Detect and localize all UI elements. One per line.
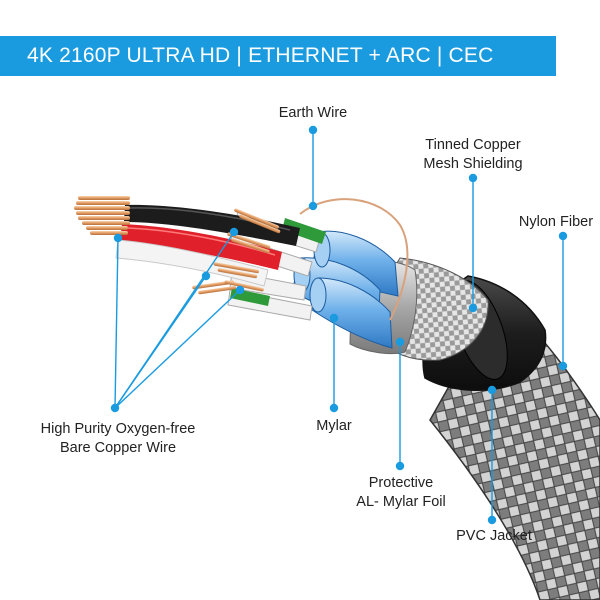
label-tinned-copper-line2: Mesh Shielding (423, 156, 523, 172)
label-mylar: Mylar (304, 417, 364, 436)
label-earth-wire-text: Earth Wire (278, 105, 348, 121)
label-foil-line2: AL- Mylar Foil (356, 494, 446, 510)
label-copper-wire-line1: High Purity Oxygen-free (40, 421, 196, 437)
earth-wire (299, 198, 409, 321)
label-mylar-text: Mylar (316, 418, 352, 434)
label-nylon-fiber-text: Nylon Fiber (518, 214, 594, 230)
label-copper-wire: High Purity Oxygen-free Bare Copper Wire (28, 420, 208, 458)
label-foil-line1: Protective (368, 475, 434, 491)
copper-strands (74, 196, 281, 295)
label-earth-wire: Earth Wire (270, 104, 356, 123)
label-pvc-jacket-text: PVC Jacket (456, 528, 532, 544)
leader-lines (110, 125, 568, 525)
label-nylon-fiber: Nylon Fiber (512, 213, 600, 232)
label-tinned-copper-line1: Tinned Copper (425, 137, 521, 153)
label-pvc-jacket: PVC Jacket (446, 527, 542, 546)
label-copper-wire-line2: Bare Copper Wire (59, 440, 177, 456)
colored-wires (115, 204, 300, 287)
header-banner: 4K 2160P ULTRA HD | ETHERNET + ARC | CEC (0, 36, 556, 76)
label-tinned-copper: Tinned Copper Mesh Shielding (414, 136, 532, 174)
header-title: 4K 2160P ULTRA HD | ETHERNET + ARC | CEC (27, 44, 494, 67)
label-foil: Protective AL- Mylar Foil (346, 474, 456, 512)
